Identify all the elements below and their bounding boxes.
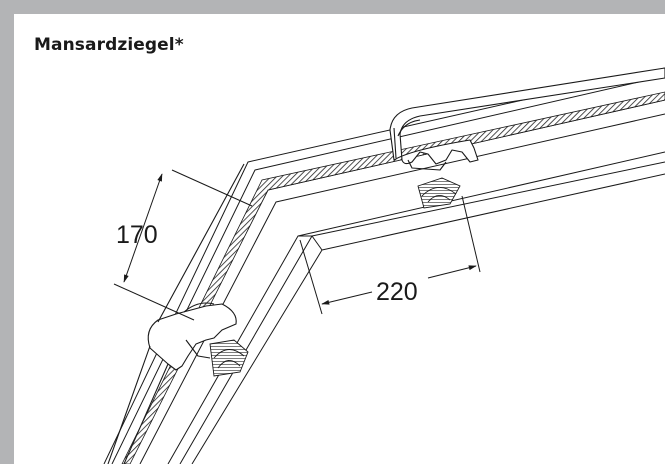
lower-tile-profile: [107, 163, 245, 464]
membrane-hatched: [121, 91, 665, 464]
upper-tile-profile: [389, 67, 665, 171]
batten-lower: [209, 339, 249, 377]
dimension-label-220: 220: [376, 278, 418, 306]
dimension-170: [113, 169, 253, 321]
dimension-label-170: 170: [116, 221, 158, 249]
batten-upper: [417, 177, 461, 209]
page-title: Mansardziegel*: [34, 35, 184, 55]
dimension-220: [299, 195, 481, 315]
